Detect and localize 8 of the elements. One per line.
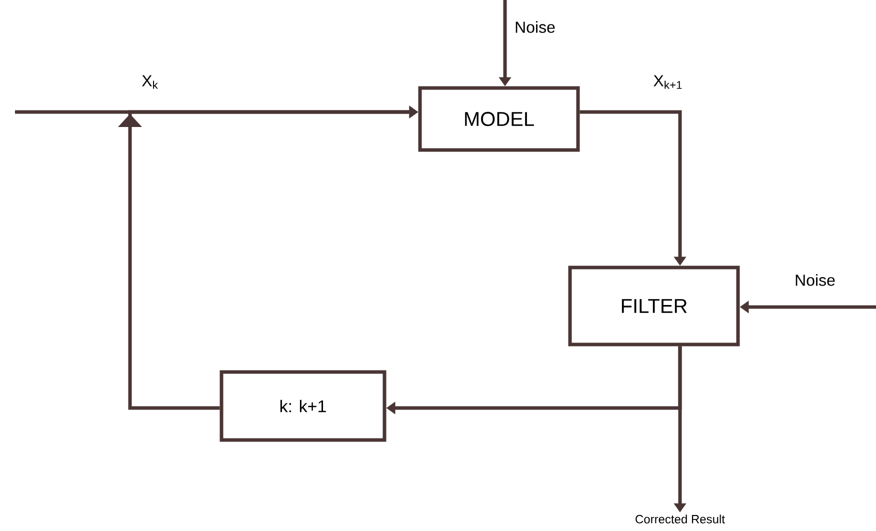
edge-label: Noise xyxy=(514,20,556,34)
output-text: Corrected Result xyxy=(636,514,725,524)
edge-label: Noise xyxy=(794,273,836,287)
process-box: FILTER xyxy=(568,266,740,346)
edge-label: X$_{k}$ xyxy=(140,74,160,90)
process-box: k: k+1 xyxy=(220,370,386,442)
process-box: MODEL xyxy=(418,86,580,152)
edge-label: X$_{k+1}$ xyxy=(652,74,684,90)
